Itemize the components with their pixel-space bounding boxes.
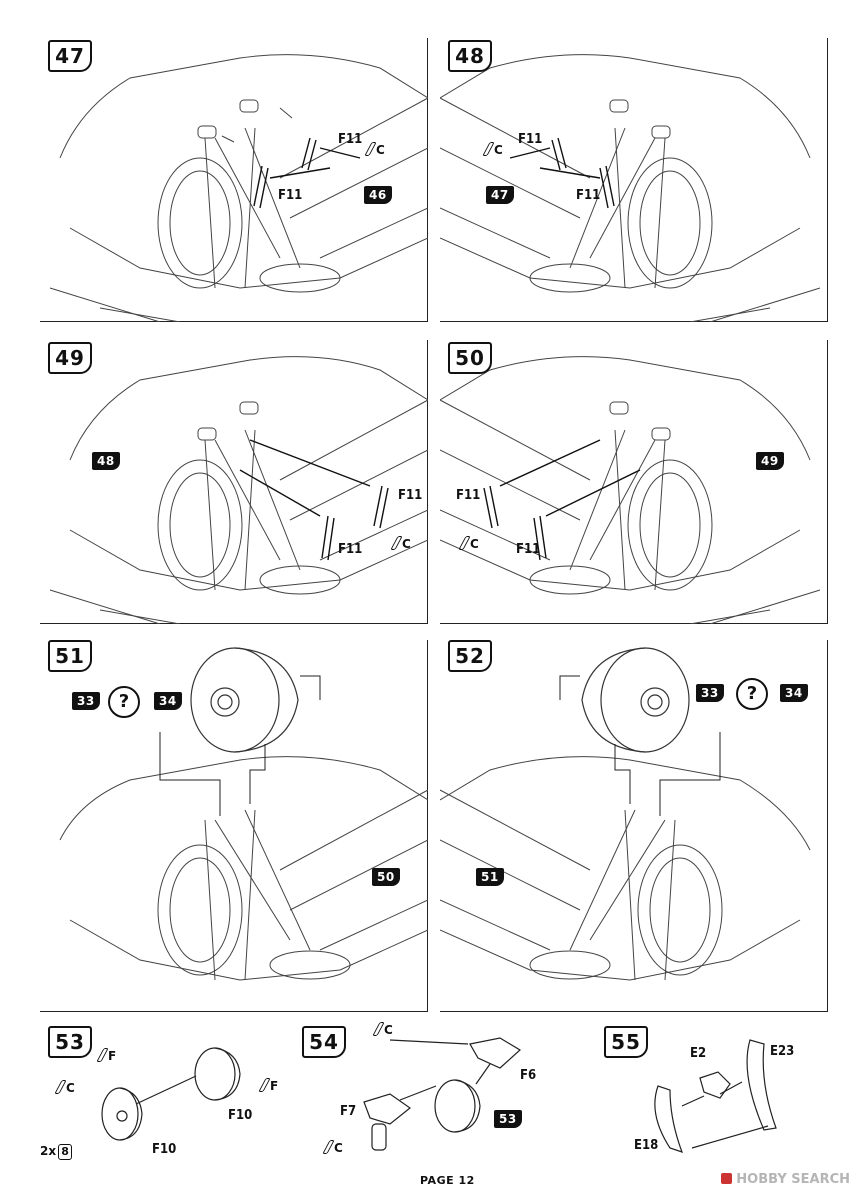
step-47-part-label-2: F11 (278, 188, 303, 203)
step-53-number: 53 (48, 1026, 92, 1058)
step-52-drawing (440, 647, 811, 981)
step-51-panel (40, 640, 428, 1012)
step-54-part-label-f7: F7 (340, 1104, 357, 1119)
step-48-part-label-1: F11 (518, 132, 543, 147)
watermark: HOBBY SEARCH (721, 1172, 850, 1187)
step-48-panel (440, 38, 828, 322)
step-47-panel (40, 38, 428, 322)
step-48-number: 48 (448, 40, 492, 72)
step-54-glue-c-2: C (326, 1140, 343, 1155)
step-52-panel (440, 640, 828, 1012)
step-51-drawing (59, 647, 428, 981)
step-49-drawing (49, 356, 428, 624)
watermark-logo-icon (721, 1173, 733, 1184)
step-52-number: 52 (448, 640, 492, 672)
step-54-number: 54 (302, 1026, 346, 1058)
step-50-drawing (440, 356, 821, 624)
step-50-number: 50 (448, 342, 492, 374)
step-52-option-a-badge: 33 (696, 684, 724, 702)
step-47-part-label-1: F11 (338, 132, 363, 147)
step-52-option-b-badge: 34 (780, 684, 808, 702)
step-47-drawing (49, 54, 428, 322)
step-55-area (600, 1024, 828, 1164)
step-53-part-label-1: F10 (228, 1108, 253, 1123)
step-49-number: 49 (48, 342, 92, 374)
step-54-glue-c-1: C (376, 1022, 393, 1037)
step-51-option-b-badge: 34 (154, 692, 182, 710)
step-53-area (40, 1024, 290, 1164)
step-53-part-label-2: F10 (152, 1142, 177, 1157)
step-48-part-label-2: F11 (576, 188, 601, 203)
step-47-ref-badge: 46 (364, 186, 392, 204)
step-50-panel (440, 340, 828, 624)
step-50-part-label-1: F11 (456, 488, 481, 503)
step-51-option-a-badge: 33 (72, 692, 100, 710)
step-54-area (300, 1024, 550, 1164)
step-51-question-icon: ? (108, 686, 140, 718)
step-55-part-label-e23: E23 (770, 1044, 795, 1059)
step-48-drawing (440, 54, 821, 322)
step-55-drawing (654, 1039, 777, 1153)
step-53-drawing (101, 1047, 241, 1141)
step-54-ref-badge: 53 (494, 1110, 522, 1128)
step-52-ref-badge: 51 (476, 868, 504, 886)
step-48-ref-badge: 47 (486, 186, 514, 204)
step-50-part-label-2: F11 (516, 542, 541, 557)
step-49-part-label-1: F11 (398, 488, 423, 503)
step-49-panel (40, 340, 428, 624)
step-50-glue-c: C (462, 536, 479, 551)
step-49-ref-badge: 48 (92, 452, 120, 470)
step-53-glue-f-2: F (262, 1078, 278, 1093)
step-53-quantity-prefix: 2x (40, 1144, 57, 1158)
step-54-drawing (363, 1037, 522, 1151)
step-47-glue-c: C (368, 142, 385, 157)
step-48-glue-c: C (486, 142, 503, 157)
step-51-number: 51 (48, 640, 92, 672)
step-52-question-icon: ? (736, 678, 768, 710)
step-54-part-label-f6: F6 (520, 1068, 537, 1083)
step-55-number: 55 (604, 1026, 648, 1058)
step-49-part-label-2: F11 (338, 542, 363, 557)
step-53-glue-c: C (58, 1080, 75, 1095)
step-50-ref-badge: 49 (756, 452, 784, 470)
page-number: PAGE 12 (420, 1174, 475, 1187)
step-53-glue-f-1: F (100, 1048, 116, 1063)
step-55-part-label-e18: E18 (634, 1138, 659, 1153)
watermark-text: HOBBY SEARCH (736, 1172, 850, 1187)
step-47-number: 47 (48, 40, 92, 72)
step-51-ref-badge: 50 (372, 868, 400, 886)
step-49-glue-c: C (394, 536, 411, 551)
step-55-part-label-e2: E2 (690, 1046, 707, 1061)
step-53-quantity-box: 8 (58, 1144, 73, 1160)
